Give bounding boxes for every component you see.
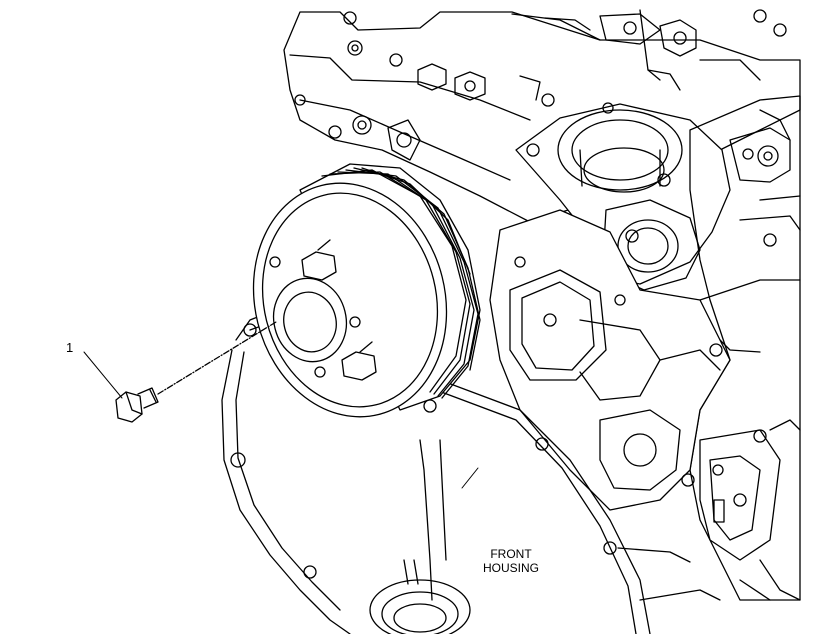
bolt-installation-line [158, 322, 276, 394]
callout-number-1: 1 [66, 340, 74, 355]
front-housing-label: FRONT HOUSING [470, 547, 552, 575]
front-housing-label-line1: FRONT [490, 547, 532, 561]
front-housing-label-line2: HOUSING [482, 561, 539, 575]
callout-leader-1 [84, 352, 122, 398]
crankshaft-pulley [229, 163, 480, 438]
bolt-item-1 [116, 388, 158, 422]
front-housing-leader [462, 468, 478, 488]
engine-block-middle [490, 210, 730, 510]
